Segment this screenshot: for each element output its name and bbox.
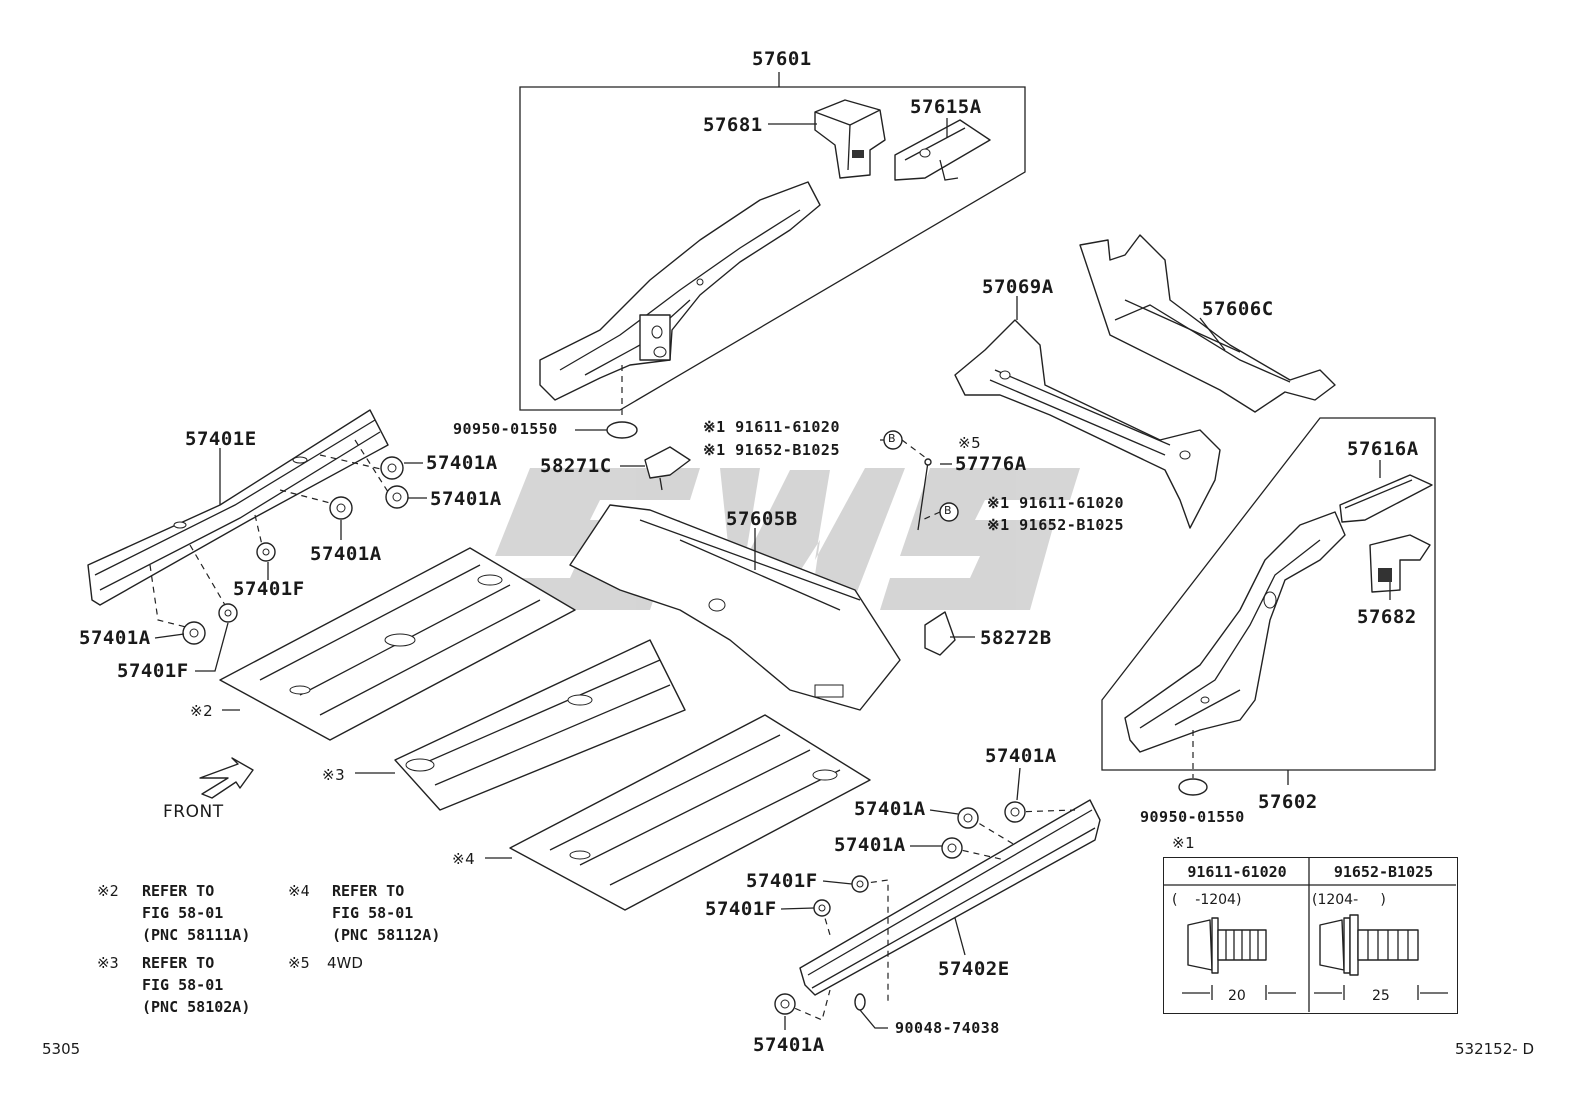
callout-note5-mark: ※5 [958,434,982,452]
callout-91611-mid: ※1 91611-61020 [987,494,1124,512]
footer-left-code: 5305 [42,1040,81,1058]
footer-right-code: 532152- D [1455,1040,1534,1058]
bolt-table-range-2: (1204- ) [1312,892,1386,908]
note-4-text: REFER TO FIG 58-01 (PNC 58112A) [332,882,441,944]
label-57401A-5: 57401A [985,745,1057,767]
circle-b-text-2: B [944,504,953,517]
circle-b-text-1: B [888,432,897,445]
bolt-table-mark: ※1 [1172,834,1196,852]
label-57401A-2: 57401A [430,488,502,510]
label-90048-74038: 90048-74038 [895,1019,1000,1037]
note-3-mark: ※3 [97,954,119,972]
bracket-57681-drawing [814,99,886,179]
label-57401A-6: 57401A [854,798,926,820]
bracket-58271C-drawing [644,446,691,491]
floor-pan-3-drawing [509,714,871,911]
plug-90950-left [606,421,638,439]
rail-57401E-drawing [87,409,389,606]
label-57401A-3: 57401A [310,543,382,565]
label-57401A-4: 57401A [79,627,151,649]
note-5-text: 4WD [327,954,363,972]
label-57401E: 57401E [185,428,257,450]
front-arrow-icon [199,757,254,799]
strut-57776A-drawing [917,458,932,531]
note-5-mark: ※5 [288,954,310,972]
bracket-58272B-drawing [924,611,956,656]
label-57615A: 57615A [910,96,982,118]
rail-57402E-drawing [799,799,1101,996]
label-57776A: 57776A [955,453,1027,475]
reinforcement-57616A-drawing [1339,474,1433,523]
bolt-table-range-1: ( -1204) [1172,892,1242,908]
note-2-text: REFER TO FIG 58-01 (PNC 58111A) [142,882,251,944]
callout-91652-top: ※1 91652-B1025 [703,441,840,459]
label-57682: 57682 [1357,606,1417,628]
side-member-lower-drawing [1124,511,1346,753]
floor-pan-1-drawing [219,547,576,741]
label-57616A: 57616A [1347,438,1419,460]
label-57605B: 57605B [726,508,798,530]
note-4-mark: ※4 [288,882,310,900]
member-57606C-drawing [1079,234,1336,413]
bolt-table-header-2: 91652-B1025 [1333,863,1434,881]
label-57401F-4: 57401F [705,898,777,920]
floor-mark-3: ※3 [322,766,346,784]
crossmember-57069A-drawing [954,319,1221,529]
bolt-table: 91611-61020 91652-B1025 ( -1204) (1204- … [1163,857,1458,1014]
label-57401F-3: 57401F [746,870,818,892]
callout-91611-top: ※1 91611-61020 [703,418,840,436]
label-57681: 57681 [703,114,763,136]
group-box-57602 [1101,417,1436,771]
leader-lines [154,118,1391,1030]
note-2-mark: ※2 [97,882,119,900]
floor-pan-2-drawing [394,639,686,811]
plug-90950-right [1178,778,1208,796]
floor-mark-4: ※4 [452,850,476,868]
front-label: FRONT [163,802,224,822]
group-box-57601 [519,86,1026,411]
label-57401F-1: 57401F [233,578,305,600]
floor-pan-rear-57605B-drawing [569,504,901,711]
clips-left [182,456,409,645]
bracket-57682-drawing [1369,534,1431,593]
label-57069A: 57069A [982,276,1054,298]
label-90950-01550-left: 90950-01550 [453,420,558,438]
label-57401A-7: 57401A [834,834,906,856]
label-58271C: 58271C [540,455,612,477]
reinforcement-57615A-drawing [894,119,991,181]
label-57602: 57602 [1258,791,1318,813]
label-57606C: 57606C [1202,298,1274,320]
bolt-table-length-1: 20 [1228,988,1246,1004]
label-57401A-1: 57401A [426,452,498,474]
label-57402E: 57402E [938,958,1010,980]
bolt-table-drawings [1163,857,1456,1012]
callout-91652-mid: ※1 91652-B1025 [987,516,1124,534]
note-3-text: REFER TO FIG 58-01 (PNC 58102A) [142,954,251,1016]
label-57401A-8: 57401A [753,1034,825,1056]
label-58272B: 58272B [980,627,1052,649]
label-57601: 57601 [752,48,812,70]
side-member-upper-drawing [539,181,821,401]
bolt-table-header-1: 91611-61020 [1187,863,1287,881]
label-57401F-2: 57401F [117,660,189,682]
label-90950-01550-right: 90950-01550 [1140,808,1245,826]
bolt-table-length-2: 25 [1372,988,1390,1004]
floor-mark-2: ※2 [190,702,214,720]
